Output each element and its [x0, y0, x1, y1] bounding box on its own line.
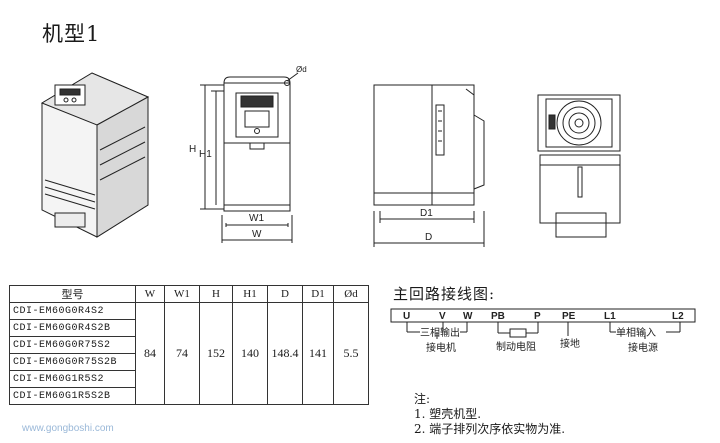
terminal-strip [390, 308, 696, 323]
note-item: 2. 端子排列次序依实物为准. [414, 422, 566, 436]
model-cell: CDI-EM60G1R5S2B [9, 387, 136, 405]
value-d1: 141 [302, 302, 334, 405]
note-item: 1. 塑壳机型. [414, 407, 482, 421]
value-h1: 140 [232, 302, 268, 405]
header-phi-d: Ød [333, 285, 369, 303]
label-power: 接电源 [628, 341, 658, 354]
value-h: 152 [199, 302, 233, 405]
header-d1: D1 [302, 285, 334, 303]
terminal-l1: L1 [604, 311, 616, 322]
table-row: CDI-EM60G1R5S2B [9, 387, 369, 405]
model-cell: CDI-EM60G0R75S2B [9, 353, 136, 371]
dim-label-h: H [189, 144, 196, 155]
header-d: D [267, 285, 303, 303]
dim-label-d1: D1 [420, 208, 433, 219]
header-w: W [135, 285, 165, 303]
brake-resistor-symbol [509, 328, 527, 338]
drawing-views: H H1 W1 W Ød D1 D [40, 65, 621, 247]
dim-label-w: W [252, 229, 262, 240]
label-brake-resistor: 制动电阻 [496, 340, 536, 353]
dim-label-w1: W1 [249, 213, 264, 224]
notes-heading: 注: [414, 392, 431, 406]
side-view [373, 84, 485, 247]
terminal-p: P [534, 311, 541, 322]
label-ground: 接地 [560, 337, 580, 350]
terminal-w: W [463, 311, 473, 322]
value-w1: 74 [164, 302, 200, 405]
page-title: 机型1 [42, 22, 101, 46]
rear-view [537, 94, 621, 238]
terminal-pe: PE [562, 311, 576, 322]
front-view [200, 72, 299, 243]
model-cell: CDI-EM60G1R5S2 [9, 370, 136, 388]
label-input: 单相输入 [616, 326, 656, 339]
terminal-v: V [439, 311, 446, 322]
wiring-diagram: U V W PB P PE L1 L2 三相输出 接电机 制动电阻 接地 单相输… [390, 308, 696, 354]
model-cell: CDI-EM60G0R4S2 [9, 302, 136, 320]
isometric-view [40, 72, 150, 238]
model-cell: CDI-EM60G0R75S2 [9, 336, 136, 354]
spec-table: 型号 W W1 H H1 D D1 Ød CDI-EM60G0R4S2 84 7… [9, 285, 369, 405]
header-model: 型号 [9, 285, 136, 303]
value-phi-d: 5.5 [333, 302, 369, 405]
dim-label-h1: H1 [199, 149, 212, 160]
header-h1: H1 [232, 285, 268, 303]
table-row: CDI-EM60G0R4S2 84 74 152 140 148.4 141 5… [9, 302, 369, 405]
label-output: 三相输出 [420, 326, 460, 339]
header-w1: W1 [164, 285, 200, 303]
dim-label-d: D [425, 232, 432, 243]
value-w: 84 [135, 302, 165, 405]
label-motor: 接电机 [426, 341, 456, 354]
watermark: www.gongboshi.com [22, 423, 114, 434]
table-header-row: 型号 W W1 H H1 D D1 Ød [9, 285, 369, 303]
notes: 注: 1. 塑壳机型. 2. 端子排列次序依实物为准. [414, 392, 565, 437]
value-d: 148.4 [267, 302, 303, 405]
wiring-title: 主回路接线图: [393, 285, 496, 303]
terminal-u: U [403, 311, 410, 322]
terminal-pb: PB [491, 311, 505, 322]
terminal-l2: L2 [672, 311, 684, 322]
model-cell: CDI-EM60G0R4S2B [9, 319, 136, 337]
header-h: H [199, 285, 233, 303]
dim-label-phi-d: Ød [296, 65, 307, 74]
